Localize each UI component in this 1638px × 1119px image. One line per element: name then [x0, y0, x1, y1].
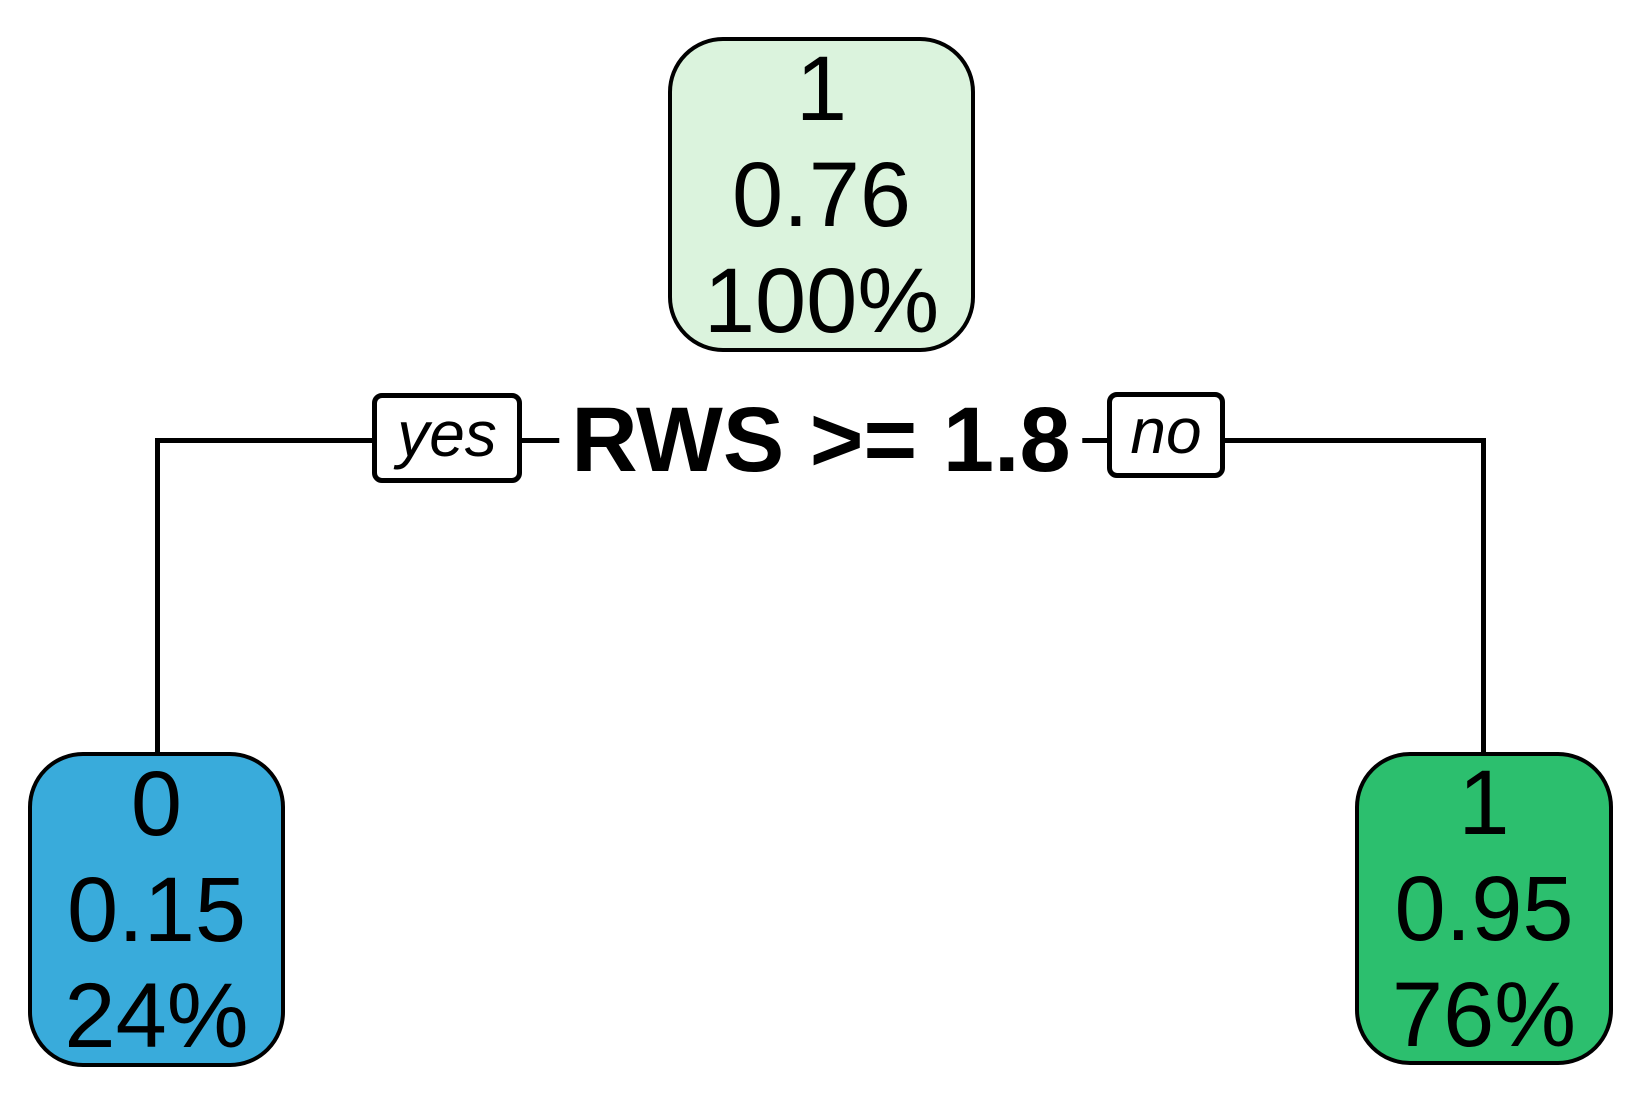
yes-branch-label: yes	[372, 393, 522, 483]
node-coverage-value: 76%	[1391, 963, 1577, 1066]
branch-line-left-vertical	[155, 438, 160, 755]
node-class-value: 1	[795, 37, 848, 140]
split-condition-label: RWS >= 1.8	[559, 385, 1083, 495]
no-branch-label: no	[1107, 392, 1225, 478]
node-class-value: 1	[1458, 751, 1510, 854]
node-coverage-value: 100%	[703, 249, 940, 352]
branch-line-right-vertical	[1481, 438, 1486, 755]
yes-branch-label-text: yes	[397, 398, 497, 470]
node-coverage-value: 24%	[64, 964, 249, 1067]
node-class-value: 0	[130, 752, 183, 855]
node-probability-value: 0.95	[1394, 857, 1574, 960]
node-probability-value: 0.15	[66, 858, 247, 961]
right-leaf-node: 1 0.95 76%	[1355, 751, 1613, 1066]
node-probability-value: 0.76	[731, 143, 912, 246]
no-branch-label-text: no	[1130, 395, 1202, 467]
left-leaf-node: 0 0.15 24%	[28, 752, 285, 1067]
root-node: 1 0.76 100%	[668, 37, 975, 352]
